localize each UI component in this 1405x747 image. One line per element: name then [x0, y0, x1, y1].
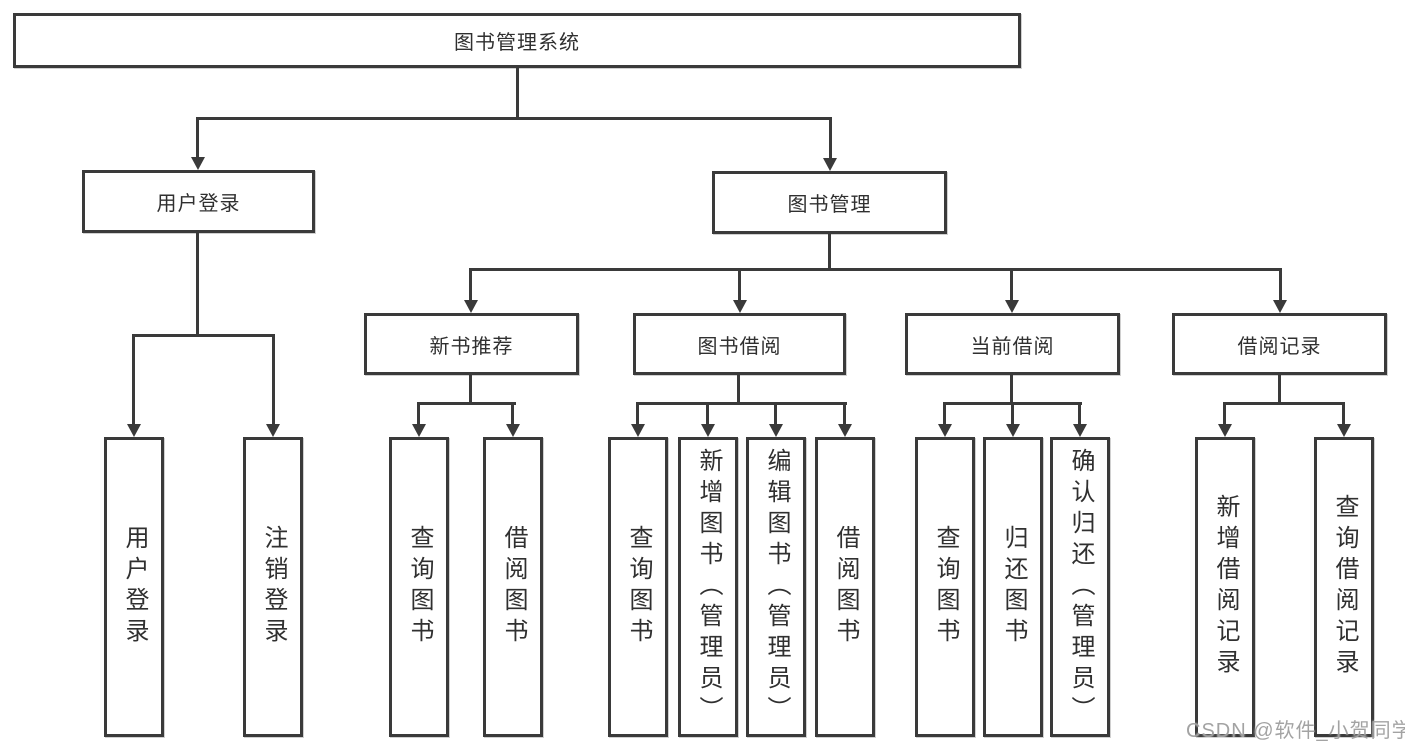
leaf-query-books-current: 查询图书	[915, 437, 975, 737]
arrowhead-down-icon	[733, 300, 747, 313]
connector-line	[196, 117, 832, 120]
connector-line	[1010, 375, 1013, 405]
connector-line	[516, 68, 519, 120]
node-book-borrowing: 图书借阅	[633, 313, 846, 375]
connector-line	[636, 402, 639, 426]
arrowhead-down-icon	[127, 424, 141, 437]
connector-line	[1011, 402, 1014, 426]
connector-line	[738, 268, 741, 302]
arrowhead-down-icon	[1073, 424, 1087, 437]
node-borrowing-records: 借阅记录	[1172, 313, 1387, 375]
connector-line	[132, 334, 135, 426]
connector-line	[1342, 402, 1345, 426]
connector-line	[943, 402, 946, 426]
leaf-add-books-admin: 新增图书（管理员）	[678, 437, 738, 737]
connector-line	[196, 117, 199, 160]
arrowhead-down-icon	[823, 158, 837, 171]
leaf-user-login: 用户登录	[104, 437, 164, 737]
arrowhead-down-icon	[1005, 300, 1019, 313]
arrowhead-down-icon	[266, 424, 280, 437]
connector-line	[828, 234, 831, 270]
watermark-text: CSDN @软件_小贺同学	[1186, 720, 1405, 742]
connector-line	[417, 402, 420, 426]
connector-line	[774, 402, 777, 426]
node-current-borrowing: 当前借阅	[905, 313, 1120, 375]
connector-line	[706, 402, 709, 426]
leaf-query-books-borrow: 查询图书	[608, 437, 668, 737]
arrowhead-down-icon	[701, 424, 715, 437]
connector-line	[196, 233, 199, 336]
connector-line	[469, 268, 1282, 271]
connector-line	[511, 402, 514, 426]
leaf-return-books: 归还图书	[983, 437, 1043, 737]
connector-line	[636, 402, 847, 405]
arrowhead-down-icon	[506, 424, 520, 437]
leaf-confirm-return-admin: 确认归还（管理员）	[1050, 437, 1110, 737]
connector-line	[737, 375, 740, 405]
connector-line	[829, 117, 832, 161]
leaf-add-borrow-record: 新增借阅记录	[1195, 437, 1255, 737]
connector-line	[1278, 375, 1281, 405]
connector-line	[132, 334, 275, 337]
arrowhead-down-icon	[938, 424, 952, 437]
arrowhead-down-icon	[1218, 424, 1232, 437]
node-library-management-system: 图书管理系统	[13, 13, 1021, 68]
connector-line	[469, 268, 472, 302]
leaf-query-borrow-record: 查询借阅记录	[1314, 437, 1374, 737]
connector-line	[843, 402, 846, 426]
connector-line	[1223, 402, 1345, 405]
arrowhead-down-icon	[1006, 424, 1020, 437]
leaf-logout: 注销登录	[243, 437, 303, 737]
leaf-edit-books-admin: 编辑图书（管理员）	[746, 437, 806, 737]
connector-line	[1223, 402, 1226, 426]
connector-line	[272, 334, 275, 426]
leaf-borrow-books-recommend: 借阅图书	[483, 437, 543, 737]
connector-line	[469, 375, 472, 405]
node-new-book-recommendation: 新书推荐	[364, 313, 579, 375]
node-book-management: 图书管理	[712, 171, 947, 234]
arrowhead-down-icon	[769, 424, 783, 437]
arrowhead-down-icon	[191, 157, 205, 170]
arrowhead-down-icon	[1273, 300, 1287, 313]
node-user-login: 用户登录	[82, 170, 315, 233]
leaf-borrow-books: 借阅图书	[815, 437, 875, 737]
connector-line	[417, 402, 516, 405]
arrowhead-down-icon	[631, 424, 645, 437]
arrowhead-down-icon	[838, 424, 852, 437]
arrowhead-down-icon	[1337, 424, 1351, 437]
connector-line	[1279, 268, 1282, 302]
leaf-query-books-recommend: 查询图书	[389, 437, 449, 737]
arrowhead-down-icon	[412, 424, 426, 437]
connector-line	[1010, 268, 1013, 302]
arrowhead-down-icon	[464, 300, 478, 313]
connector-line	[1078, 402, 1081, 426]
